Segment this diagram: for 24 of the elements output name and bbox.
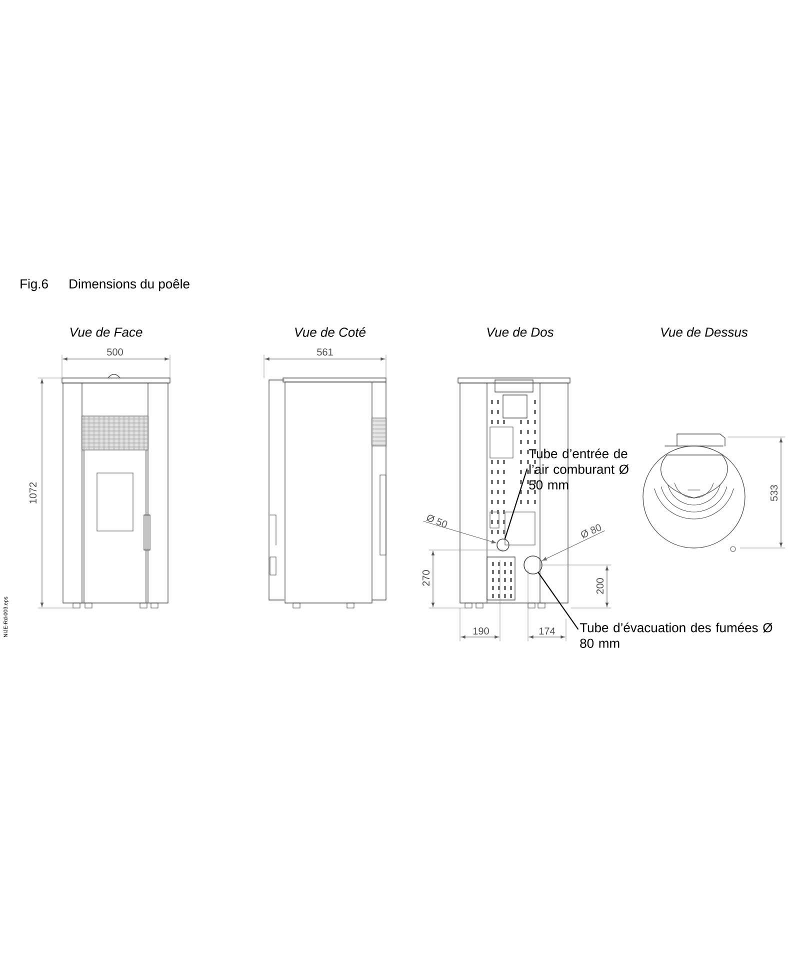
- dimension-label: 190: [473, 627, 489, 635]
- callout-text: Tube d’évacuation des fumées Ø 80 mm: [580, 622, 772, 648]
- dimension-label: 1072: [29, 482, 37, 504]
- dimension-label: 200: [596, 578, 604, 594]
- dimension-label: 270: [422, 570, 430, 586]
- view-title: Vue de Dessus: [661, 327, 748, 337]
- view-title: Vue de Face: [70, 327, 142, 337]
- dimension-label: 500: [107, 348, 123, 356]
- dimension-label: 533: [770, 485, 778, 501]
- view-title: Vue de Coté: [295, 327, 366, 337]
- leader-line: [538, 572, 579, 630]
- leader-line: [542, 530, 605, 561]
- callout-text: Tube d’entrée de l’air comburant Ø 50 mm: [528, 448, 629, 490]
- diameter-label: Ø 50: [426, 514, 448, 528]
- dimension-label: 561: [317, 348, 333, 356]
- view-title: Vue de Dos: [487, 327, 554, 337]
- dimension-label: 174: [539, 628, 556, 634]
- tube-circle: [496, 538, 510, 552]
- leader-line: [423, 521, 496, 544]
- leader-line: [504, 468, 528, 540]
- figure-title: Dimensions du poêle: [70, 278, 190, 292]
- diameter-label: Ø 80: [581, 524, 602, 539]
- tube-circle: [524, 556, 542, 574]
- figure-number: Fig.6: [20, 278, 48, 292]
